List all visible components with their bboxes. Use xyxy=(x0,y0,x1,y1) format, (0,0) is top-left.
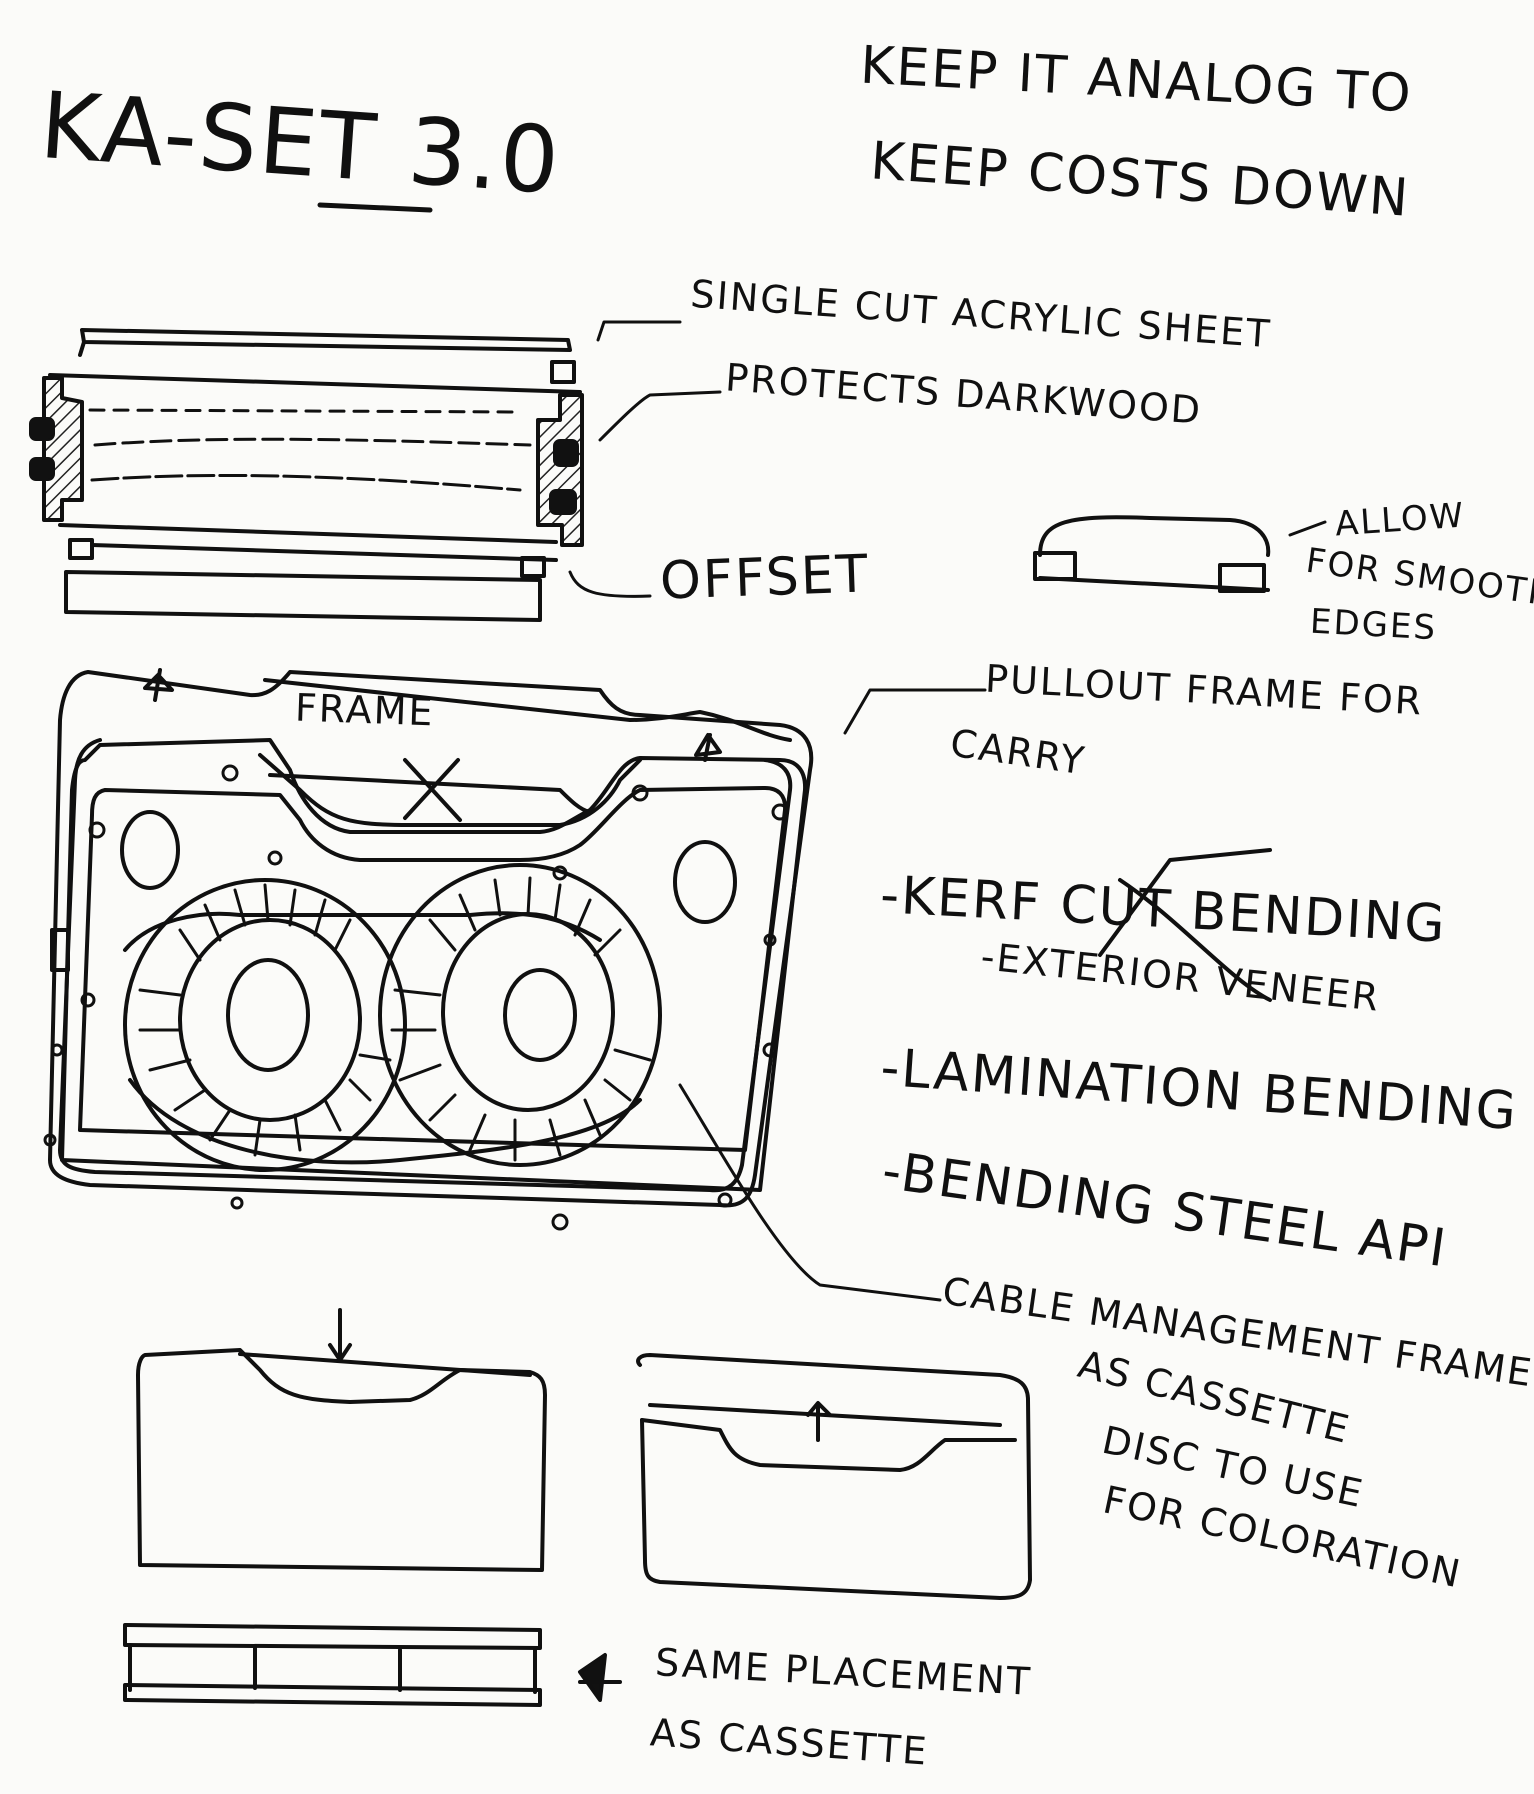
offset-label: OFFSET xyxy=(659,544,870,611)
carry-view-left xyxy=(138,1310,545,1570)
dashed-line-1 xyxy=(90,410,520,412)
arrow-down-left xyxy=(330,1310,350,1360)
carry-view-right xyxy=(638,1355,1030,1598)
spool-top-right xyxy=(675,842,735,922)
body-top-edge xyxy=(50,375,580,392)
layer-section-view xyxy=(30,322,720,620)
reel-ribs-left xyxy=(140,885,390,1155)
offset-layer xyxy=(92,545,556,560)
edges-label: EDGES xyxy=(1309,602,1438,649)
leader-acrylic xyxy=(598,322,680,340)
arrow-up-right xyxy=(808,1403,830,1440)
right-darkwood-panel xyxy=(538,395,582,545)
acrylic-spacer-top xyxy=(552,362,574,382)
leader-darkwood xyxy=(600,392,720,440)
leader-allow xyxy=(1290,522,1325,535)
body-bottom-edge xyxy=(60,525,556,542)
bottom-sheet xyxy=(66,572,540,620)
placement-arrow xyxy=(580,1655,620,1700)
leader-offset xyxy=(570,572,650,596)
cassette-body xyxy=(80,788,785,1150)
reel-right xyxy=(380,865,660,1165)
acrylic-sheet-top xyxy=(82,330,570,350)
dashed-line-3 xyxy=(92,475,520,490)
spool-top-left xyxy=(122,812,178,888)
offset-spacer-left xyxy=(70,540,92,558)
frame-label: FRAME xyxy=(294,686,435,735)
left-darkwood-panel xyxy=(44,378,82,520)
edge-profile-detail xyxy=(1035,517,1325,591)
placement-profile xyxy=(125,1625,620,1705)
frame-cross xyxy=(405,760,460,820)
dashed-line-2 xyxy=(95,439,530,445)
pullout-arrow-left xyxy=(145,670,172,700)
screws xyxy=(30,418,578,514)
pullout-arrow-right xyxy=(696,735,720,760)
title-underline xyxy=(320,205,430,210)
